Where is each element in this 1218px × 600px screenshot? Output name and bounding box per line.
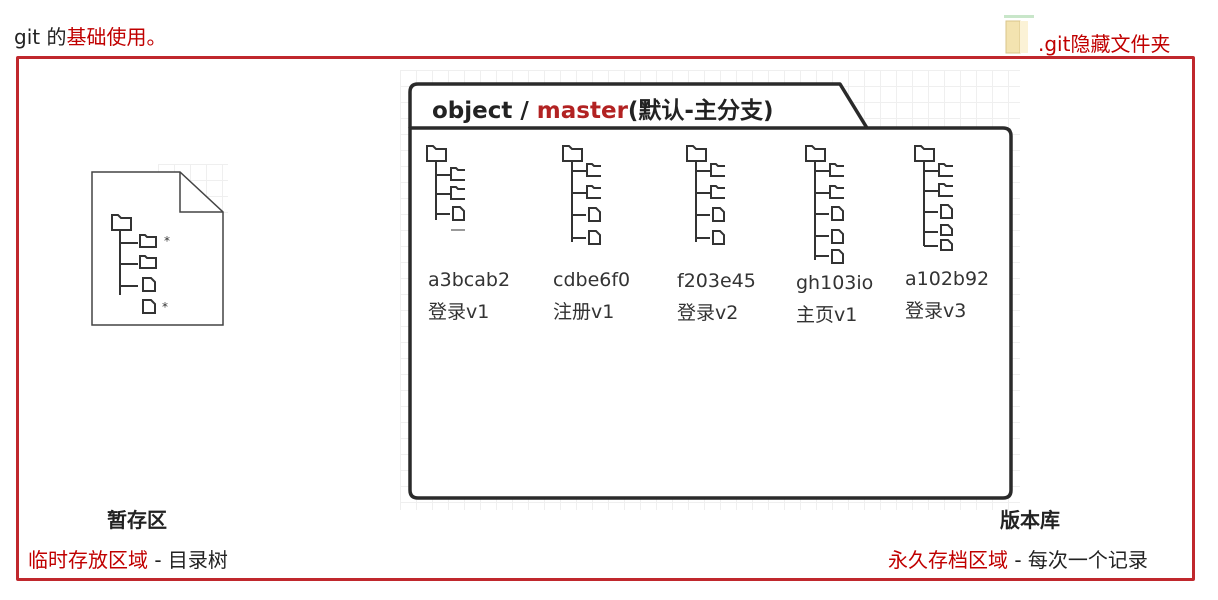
staging-area-label: 暂存区 xyxy=(107,508,167,532)
commit-item xyxy=(425,142,467,256)
title-highlight: 基础使用。 xyxy=(66,25,167,49)
commit-item xyxy=(804,142,846,271)
directory-tree-icon xyxy=(426,145,467,231)
staging-note-highlight: 临时存放区域 xyxy=(28,548,148,572)
repo-tab-label: object / master(默认-主分支) xyxy=(432,91,774,125)
title-prefix: git 的 xyxy=(14,25,67,49)
repo-tab-suffix: (默认-主分支) xyxy=(627,98,774,124)
directory-tree-icon xyxy=(805,145,846,264)
git-folder-label: .git隐藏文件夹 xyxy=(1038,32,1171,56)
repo-note-highlight: 永久存档区域 xyxy=(888,548,1008,572)
commit-item xyxy=(913,142,955,256)
staging-area-note: 临时存放区域 - 目录树 xyxy=(28,544,228,573)
staging-note-rest: - 目录树 xyxy=(148,548,228,572)
directory-tree-icon xyxy=(686,145,727,245)
directory-tree-icon xyxy=(111,214,157,314)
commit-message: 登录v2 xyxy=(677,302,739,324)
page-title: git 的基础使用。 xyxy=(14,21,166,50)
main-frame xyxy=(16,56,1195,581)
commit-id: cdbe6f0 xyxy=(553,269,631,291)
modified-marker: * xyxy=(162,300,168,314)
commit-item xyxy=(685,142,727,256)
directory-tree-icon xyxy=(562,145,603,245)
repo-note-rest: - 每次一个记录 xyxy=(1008,548,1148,572)
commit-id: gh103io xyxy=(796,272,874,294)
commit-id: a3bcab2 xyxy=(428,269,511,291)
repository-label: 版本库 xyxy=(1000,508,1060,532)
repository-note: 永久存档区域 - 每次一个记录 xyxy=(888,544,1148,573)
folder-icon xyxy=(1004,15,1034,54)
commit-message: 登录v3 xyxy=(905,300,967,322)
commit-item xyxy=(561,142,603,256)
branch-name: master xyxy=(536,98,628,124)
directory-tree-icon xyxy=(914,145,955,251)
modified-marker: * xyxy=(164,234,170,248)
stage-document: * * xyxy=(91,171,224,326)
commit-id: f203e45 xyxy=(677,270,756,292)
repository-folder xyxy=(408,82,1013,500)
commit-message: 主页v1 xyxy=(796,304,858,326)
commit-message: 登录v1 xyxy=(428,301,490,323)
commit-id: a102b92 xyxy=(905,268,990,290)
commit-message: 注册v1 xyxy=(553,301,615,323)
repo-tab-prefix: object / xyxy=(432,98,537,124)
